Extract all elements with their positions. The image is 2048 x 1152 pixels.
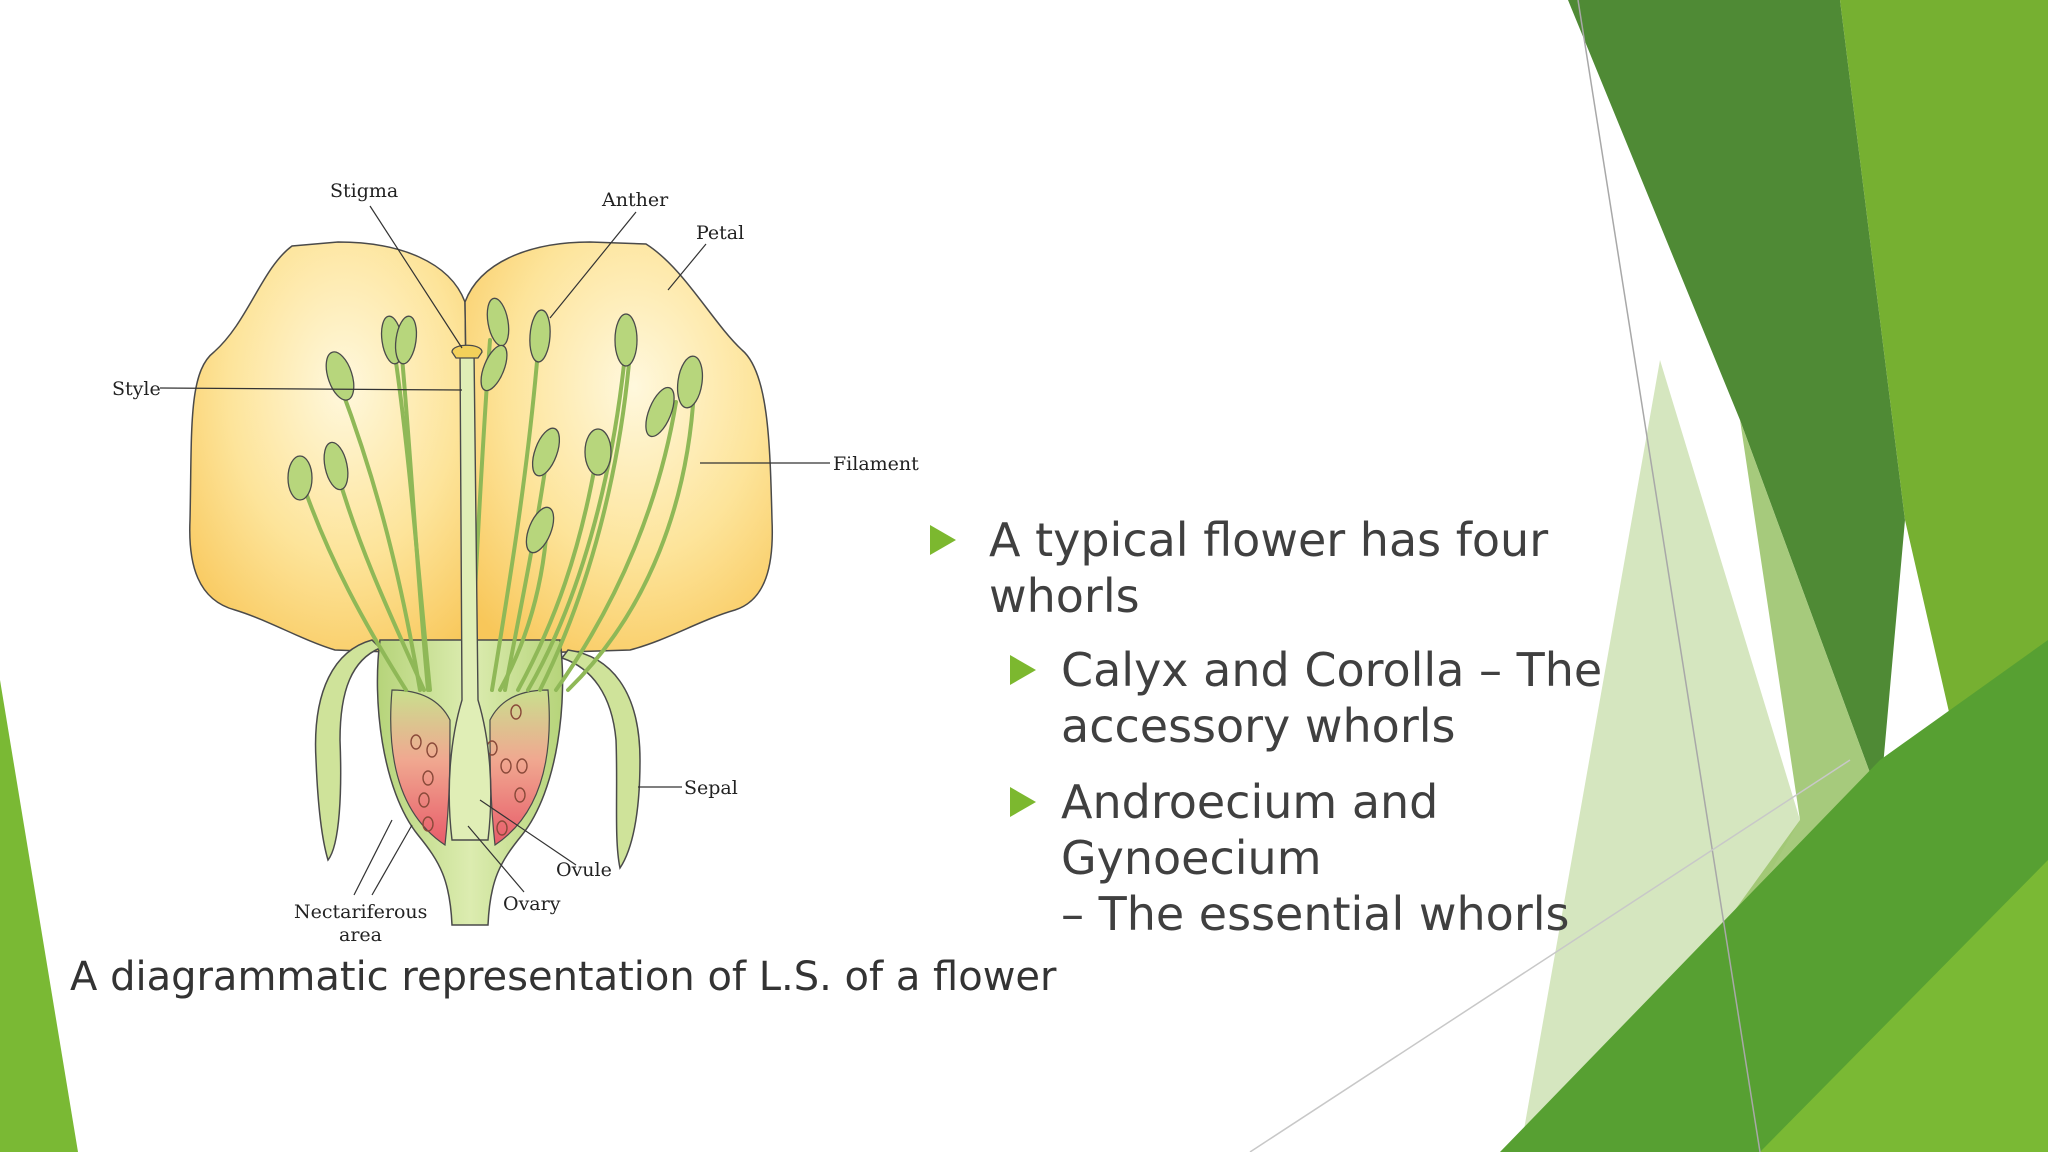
label-nectariferous-line2: area xyxy=(339,924,382,946)
bullet-text: A typical flower has four whorls xyxy=(989,513,1549,623)
bullet-text-line: Androecium and Gynoecium xyxy=(1061,775,1439,885)
bullet-arrow-icon xyxy=(1010,655,1036,685)
anthers xyxy=(287,297,704,554)
label-filament: Filament xyxy=(833,453,919,475)
leader-lines xyxy=(159,205,830,896)
bullet-text-line: Calyx and Corolla – The xyxy=(1061,643,1603,697)
bullet-text-line: accessory whorls xyxy=(1061,699,1456,753)
label-ovule: Ovule xyxy=(556,859,612,881)
label-ovary: Ovary xyxy=(503,893,561,915)
left-sepal xyxy=(314,639,382,862)
style-column xyxy=(448,349,492,841)
ovary-right-chamber xyxy=(489,689,550,847)
bullet-text: Androecium and Gynoecium – The essential… xyxy=(1061,774,1690,942)
left-facet xyxy=(0,680,78,1152)
label-style: Style xyxy=(112,378,161,400)
bullet-arrow-icon xyxy=(930,525,956,555)
bullet-text-line: – The essential whorls xyxy=(1061,887,1570,941)
bullet-text: Calyx and Corolla – The accessory whorls xyxy=(1061,642,1602,754)
right-sepal xyxy=(560,649,641,870)
bullet-item-four-whorls: A typical flower has four whorls xyxy=(930,512,1690,624)
label-petal: Petal xyxy=(696,222,744,244)
right-facet-thin-line-2 xyxy=(1249,759,1851,1152)
label-sepal: Sepal xyxy=(684,777,738,799)
bullet-arrow-icon xyxy=(1010,787,1036,817)
right-facet-bright-far xyxy=(1840,0,2048,760)
bullet-item-essential-whorls: Androecium and Gynoecium – The essential… xyxy=(1010,774,1690,942)
right-facet-dark-main xyxy=(1568,0,1905,800)
diagram-caption: A diagrammatic representation of L.S. of… xyxy=(70,954,1057,1000)
flower-ls-diagram: Stigma Anther Petal Style Filament Sepal… xyxy=(112,180,919,946)
stigma-tip xyxy=(451,344,483,359)
bullet-item-accessory-whorls: Calyx and Corolla – The accessory whorls xyxy=(1010,642,1690,754)
label-nectariferous-line1: Nectariferous xyxy=(294,901,427,923)
right-facet-thin-line-1 xyxy=(1577,0,1761,1152)
right-facet-pale-left xyxy=(1520,360,1800,1152)
right-facet-bright-bottom xyxy=(1760,860,2048,1152)
bullet-list: A typical flower has four whorls Calyx a… xyxy=(930,512,1690,962)
label-stigma: Stigma xyxy=(330,180,398,202)
label-anther: Anther xyxy=(601,189,669,211)
right-facet-mid xyxy=(1560,420,1880,1152)
ovary-left-chamber xyxy=(390,689,451,847)
